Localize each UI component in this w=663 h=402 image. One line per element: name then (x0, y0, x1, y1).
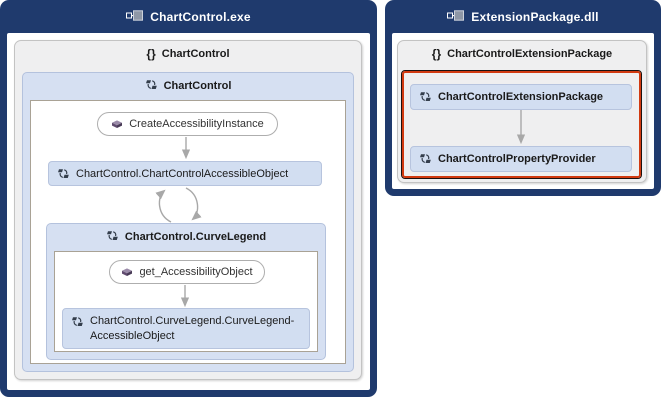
assembly-group-extensionpackage-dll[interactable]: ExtensionPackage.dll {} ChartControlExte… (385, 0, 661, 196)
node-create-accessibility-instance[interactable]: CreateAccessibilityInstance (97, 112, 278, 136)
method-icon (121, 267, 133, 277)
class-icon (57, 168, 70, 180)
class-group-curvelegend[interactable]: ChartControl.CurveLegend (46, 223, 326, 360)
node-label: ChartControl.CurveLegend.CurveLegend-Acc… (90, 315, 295, 342)
node-label: get_AccessibilityObject (139, 266, 253, 278)
class-icon (71, 316, 84, 328)
assembly-header-chartcontrol-exe[interactable]: ChartControl.exe (0, 0, 377, 33)
class-group-label: ChartControl.CurveLegend (124, 231, 267, 243)
node-curvelegend-accessibleobject[interactable]: ChartControl.CurveLegend.CurveLegend-Acc… (62, 308, 310, 349)
node-label: CreateAccessibilityInstance (129, 118, 264, 130)
node-chartcontrol-extensionpackage[interactable]: ChartControlExtensionPackage (410, 84, 632, 110)
assembly-title-label: ChartControl.exe (150, 9, 251, 24)
namespace-group-extensionpackage[interactable]: {} ChartControlExtensionPackage (397, 40, 647, 183)
method-icon (111, 119, 123, 129)
namespace-group-chartcontrol[interactable]: {} ChartControl ChartCon (14, 40, 362, 380)
node-label: ChartControl.ChartControlAccessibleObjec… (76, 167, 289, 180)
namespace-header-chartcontrol[interactable]: {} ChartControl (15, 41, 361, 67)
node-chartcontrol-accessibleobject[interactable]: ChartControl.ChartControlAccessibleObjec… (48, 161, 322, 186)
assembly-icon (126, 9, 144, 24)
assembly-icon (447, 9, 465, 24)
class-icon (106, 230, 119, 245)
namespace-icon: {} (431, 47, 442, 61)
edge-get-to-curvelegend-accessibleobject[interactable] (177, 285, 193, 309)
namespace-header-extensionpackage[interactable]: {} ChartControlExtensionPackage (398, 41, 646, 67)
edge-cycle-accessibleobject-curvelegend[interactable] (141, 187, 217, 223)
class-group-chartcontrol[interactable]: ChartControl CreateAccessibi (22, 72, 354, 372)
namespace-icon: {} (146, 47, 156, 61)
node-label: ChartControlPropertyProvider (438, 153, 596, 165)
selection-highlight-border: ChartControlExtensionPackage (402, 71, 641, 178)
class-group-header-curvelegend[interactable]: ChartControl.CurveLegend (47, 224, 325, 250)
namespace-label: ChartControl (161, 48, 230, 60)
assembly-header-extensionpackage-dll[interactable]: ExtensionPackage.dll (385, 0, 661, 33)
node-get-accessibilityobject[interactable]: get_AccessibilityObject (109, 260, 265, 284)
edge-create-to-accessibleobject[interactable] (178, 137, 194, 161)
node-chartcontrol-propertyprovider[interactable]: ChartControlPropertyProvider (410, 146, 632, 172)
curvelegend-group-contents: get_AccessibilityObject (54, 251, 318, 352)
class-icon (419, 153, 432, 165)
assembly-group-chartcontrol-exe[interactable]: ChartControl.exe {} ChartControl (0, 0, 377, 397)
namespace-label: ChartControlExtensionPackage (447, 48, 613, 60)
edge-extensionpackage-to-propertyprovider[interactable] (513, 110, 529, 146)
assembly-title-label: ExtensionPackage.dll (471, 9, 599, 24)
assembly-body-chartcontrol-exe: {} ChartControl ChartCon (7, 33, 370, 390)
class-icon (145, 79, 158, 94)
node-label: ChartControlExtensionPackage (438, 91, 604, 103)
assembly-body-extensionpackage-dll: {} ChartControlExtensionPackage (392, 33, 654, 189)
class-group-label: ChartControl (163, 80, 232, 92)
class-group-header-chartcontrol[interactable]: ChartControl (23, 73, 353, 99)
selection-highlight[interactable]: ChartControlExtensionPackage (401, 70, 642, 179)
class-group-contents: CreateAccessibilityInstance (30, 100, 346, 364)
class-icon (419, 91, 432, 103)
